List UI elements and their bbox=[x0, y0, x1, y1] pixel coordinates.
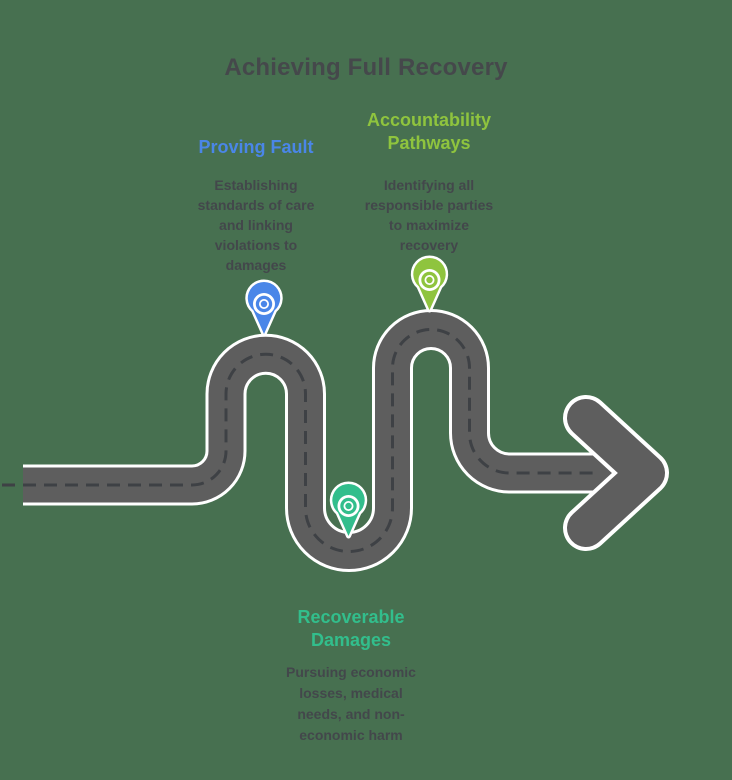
milestone-description: Establishing standards of care and linki… bbox=[146, 175, 366, 275]
milestone-block-recoverable: Recoverable Damages Pursuing economic lo… bbox=[241, 606, 461, 746]
location-pin-icon-accountability bbox=[410, 255, 449, 313]
body-line: recovery bbox=[399, 237, 459, 253]
body-line: to maximize bbox=[388, 217, 470, 233]
location-pin-icon-proving-fault bbox=[245, 279, 283, 337]
body-line: damages bbox=[225, 257, 287, 273]
milestone-heading: Recoverable Damages bbox=[241, 606, 461, 652]
milestone-block-accountability: Accountability Pathways Identifying all … bbox=[319, 109, 539, 255]
body-line: needs, and non- bbox=[297, 706, 405, 722]
body-line: violations to bbox=[214, 237, 298, 253]
arrow-head-icon bbox=[567, 399, 665, 547]
milestone-heading: Accountability Pathways bbox=[319, 109, 539, 155]
body-line: responsible parties bbox=[364, 197, 494, 213]
heading-line: Damages bbox=[310, 630, 392, 650]
body-line: economic harm bbox=[299, 727, 403, 743]
road-surface bbox=[23, 312, 620, 569]
heading-line: Pathways bbox=[387, 133, 471, 153]
body-line: Identifying all bbox=[383, 177, 475, 193]
milestone-description: Pursuing economic losses, medical needs,… bbox=[241, 662, 461, 746]
milestone-description: Identifying all responsible parties to m… bbox=[319, 175, 539, 255]
body-line: standards of care bbox=[197, 197, 315, 213]
body-line: losses, medical bbox=[299, 685, 403, 701]
page-title: Achieving Full Recovery bbox=[224, 54, 508, 81]
road-centerline bbox=[2, 328, 598, 553]
body-line: Establishing bbox=[214, 177, 298, 193]
heading-line: Proving Fault bbox=[198, 137, 314, 157]
heading-line: Recoverable bbox=[297, 607, 405, 627]
milestone-block-proving-fault: Proving Fault Establishing standards of … bbox=[146, 136, 366, 275]
heading-line: Accountability bbox=[366, 110, 491, 130]
milestone-heading: Proving Fault bbox=[146, 136, 366, 159]
body-line: Pursuing economic bbox=[286, 664, 416, 680]
body-line: and linking bbox=[219, 217, 293, 233]
location-pin-icon-recoverable bbox=[329, 481, 368, 539]
